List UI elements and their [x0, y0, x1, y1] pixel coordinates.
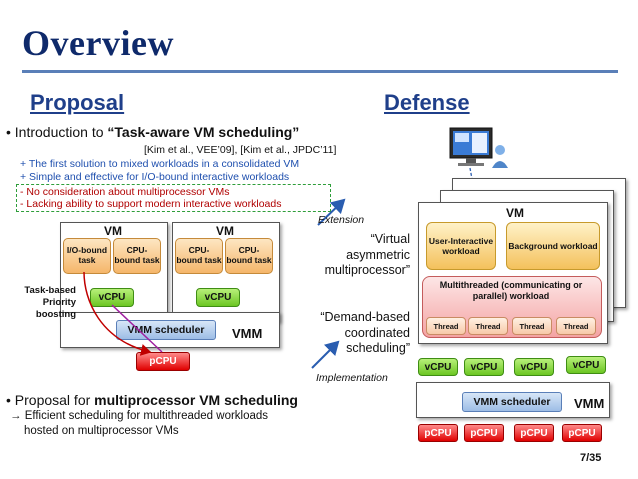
side-label-line2: Priority boosting — [35, 296, 76, 320]
io-bound-task: I/O-bound task — [63, 238, 111, 274]
vcpu-chip: vCPU — [196, 288, 240, 307]
demand-based-label: “Demand-based coordinated scheduling” — [320, 310, 410, 356]
vm1-label: VM — [104, 224, 122, 238]
defense-vm-label: VM — [506, 206, 524, 220]
pcpu-chip: pCPU — [464, 424, 504, 442]
side-label-line1: Task-based — [24, 285, 76, 296]
vmm-scheduler: VMM scheduler — [116, 320, 216, 340]
vcpu-chip: vCPU — [514, 358, 554, 376]
bullet2-prefix: • Proposal for — [6, 392, 95, 408]
plus-line-1: + The first solution to mixed workloads … — [20, 158, 300, 170]
bullet-introduction: • Introduction to “Task-aware VM schedul… — [6, 124, 299, 140]
bullet1-emphasis: “Task-aware VM scheduling” — [107, 124, 300, 140]
limitations-box — [16, 184, 331, 212]
implementation-arrow — [311, 340, 340, 369]
bullet-proposal: • Proposal for multiprocessor VM schedul… — [6, 392, 298, 408]
thread-chip: Thread — [468, 317, 508, 335]
defense-vmm-scheduler: VMM scheduler — [462, 392, 562, 412]
bullet1-prefix: • Introduction to — [6, 124, 108, 140]
pcpu-chip: pCPU — [562, 424, 602, 442]
cpu-bound-task: CPU-bound task — [225, 238, 273, 274]
cpu-bound-task: CPU-bound task — [175, 238, 223, 274]
thread-chip: Thread — [512, 317, 552, 335]
virtual-asymmetric-label: “Virtual asymmetric multiprocessor” — [324, 232, 410, 278]
pcpu-chip: pCPU — [418, 424, 458, 442]
multithreaded-label: Multithreaded (communicating or parallel… — [439, 280, 583, 301]
vmm-box — [60, 312, 280, 348]
vcpu-chip: vCPU — [464, 358, 504, 376]
minus-line-1: - No consideration about multiprocessor … — [20, 186, 230, 198]
extension-arrow — [317, 198, 346, 226]
slide-title: Overview — [22, 23, 174, 63]
vcpu-to-pcpu-line — [111, 304, 163, 353]
proposal-heading: Proposal — [30, 90, 125, 115]
plus-line-2: + Simple and effective for I/O-bound int… — [20, 171, 290, 183]
pcpu-chip: pCPU — [514, 424, 554, 442]
thread-chip: Thread — [556, 317, 596, 335]
vm2-label: VM — [216, 224, 234, 238]
vmm-label: VMM — [232, 326, 263, 341]
vcpu-chip: vCPU — [566, 356, 606, 374]
arrow-line-1: → Efficient scheduling for multithreaded… — [10, 410, 269, 422]
user-interactive-workload: User-Interactive workload — [426, 222, 496, 270]
reference-line: [Kim et al., VEE’09], [Kim et al., JPDC’… — [144, 144, 337, 156]
background-workload: Background workload — [506, 222, 600, 270]
defense-vmm-label: VMM — [574, 396, 605, 411]
pcpu-chip: pCPU — [136, 352, 190, 371]
page-number: 7/35 — [580, 452, 602, 464]
title-divider — [22, 70, 618, 73]
implementation-label: Implementation — [316, 372, 388, 384]
priority-boosting-label: Task-based Priority boosting — [4, 285, 76, 321]
computer-monitor-icon — [448, 126, 508, 168]
arrow-line-2: hosted on multiprocessor VMs — [24, 425, 179, 437]
cpu-bound-task: CPU-bound task — [113, 238, 161, 274]
vcpu-chip: vCPU — [418, 358, 458, 376]
extension-label: Extension — [318, 214, 365, 226]
vcpu-chip: vCPU — [90, 288, 134, 307]
thread-chip: Thread — [426, 317, 466, 335]
bullet2-emphasis: multiprocessor VM scheduling — [94, 392, 298, 408]
defense-heading: Defense — [384, 90, 470, 115]
minus-line-2: - Lacking ability to support modern inte… — [20, 198, 282, 210]
priority-boost-arrow — [83, 271, 152, 356]
